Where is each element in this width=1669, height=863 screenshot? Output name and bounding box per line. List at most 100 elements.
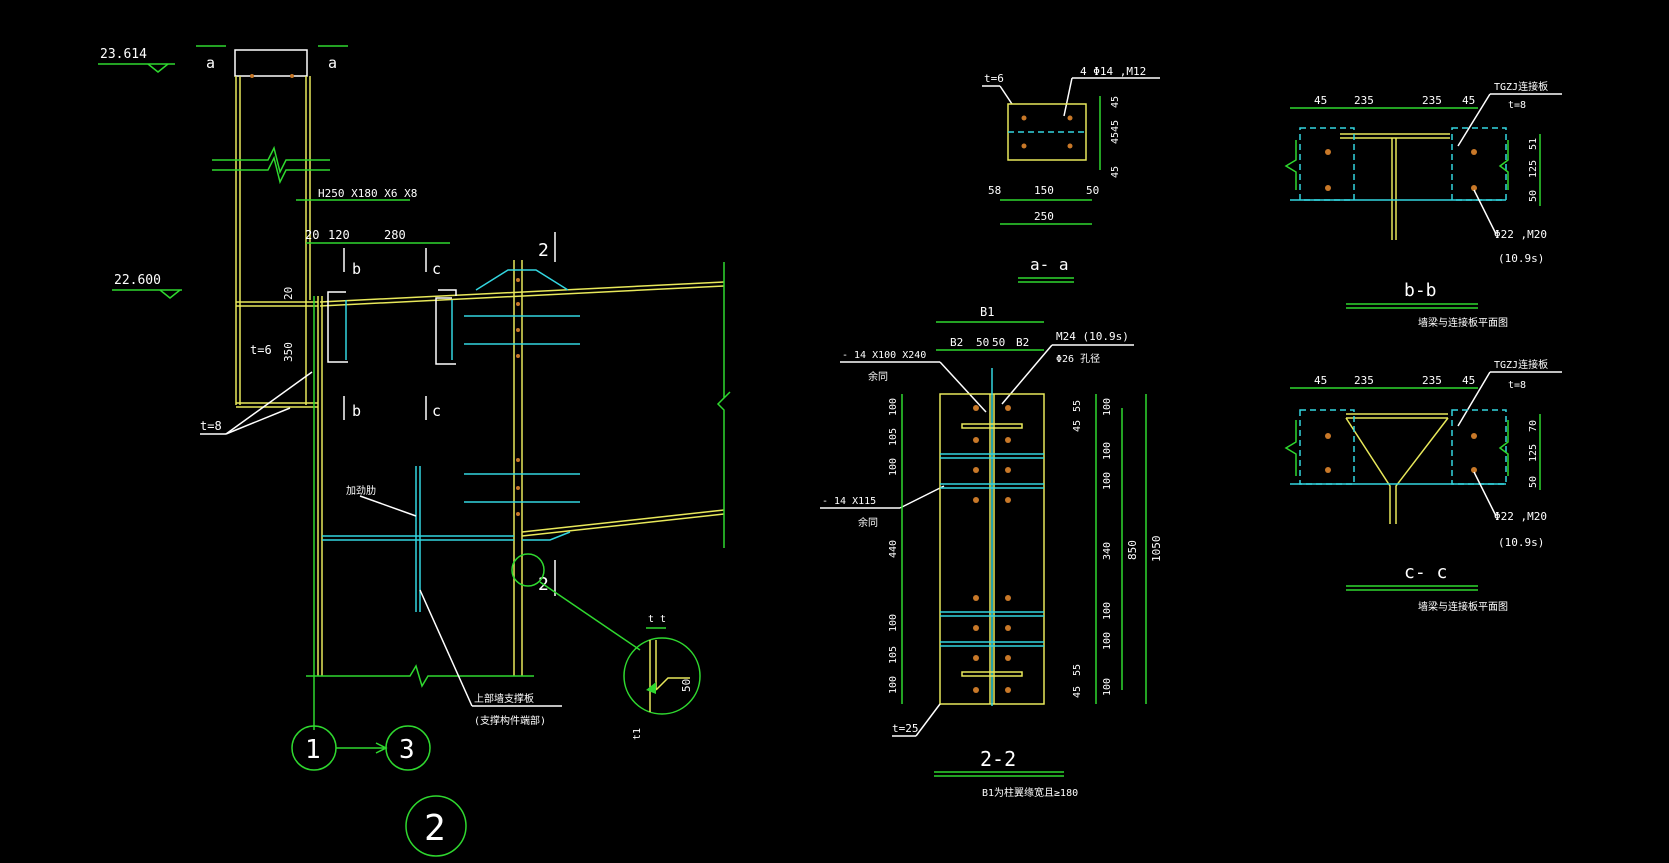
dim-350: 350	[282, 342, 295, 362]
cut-a-left: a	[206, 54, 215, 72]
bolt-icon	[290, 74, 294, 78]
s22-right-dim-0: 100	[1102, 398, 1113, 416]
dim-280: 280	[384, 228, 406, 242]
main-elevation: 23.614 22.600 a a H250 X180 X6 X8 t=6 35…	[98, 45, 731, 857]
elevation-marker-top-icon	[147, 63, 169, 73]
cc-d45a: 45	[1314, 374, 1327, 387]
cc-bolt: Φ22 ,M20	[1494, 510, 1547, 523]
bb-note: 墙梁与连接板平面图	[1418, 316, 1508, 329]
bb-break-left	[1284, 140, 1297, 190]
bb-plate: TGZJ连接板	[1494, 80, 1548, 93]
purlin-c-section	[327, 291, 348, 363]
cut-2-top: 2	[538, 240, 549, 261]
cut-a-right: a	[328, 54, 337, 72]
aa-bolt-leader	[1063, 77, 1073, 117]
cut-c-bot: c	[432, 402, 441, 420]
detail-weld	[655, 677, 690, 691]
s22-b2b: B2	[1016, 336, 1029, 349]
s22-bolts	[973, 405, 1011, 693]
s22-left-dim-2: 100	[888, 458, 899, 476]
s22-right-small-0: 55	[1072, 400, 1083, 412]
cc-rafter-web-left	[1345, 417, 1391, 524]
bb-grade: (10.9s)	[1498, 252, 1544, 265]
bottom-note-1: 上部墙支撑板	[474, 692, 534, 705]
stiffener-note: 加劲肋	[346, 484, 376, 497]
label-t6: t=6	[250, 343, 272, 357]
cc-t8: t=8	[1508, 380, 1526, 391]
aa-title: a- a	[1030, 255, 1069, 274]
s22-plate1-leader	[939, 361, 987, 413]
s22-right-dim-5: 100	[1102, 632, 1113, 650]
bb-plate-right	[1451, 127, 1507, 201]
elevation-mid: 22.600	[114, 273, 161, 288]
rafter-bottom-flange-inner	[521, 513, 725, 537]
dim-20: 20	[305, 228, 319, 242]
s22-right-dim-3: 340	[1102, 542, 1113, 560]
bb-d45b: 45	[1462, 94, 1475, 107]
break-line-bottom	[306, 664, 534, 688]
axis-3: 3	[399, 735, 415, 765]
cc-title: c- c	[1404, 562, 1447, 583]
detail-callout-circle	[511, 553, 545, 587]
bb-title: b-b	[1404, 280, 1437, 301]
bb-plate-leader	[1457, 93, 1491, 147]
t8-leader-b	[225, 407, 291, 435]
cc-break-left	[1284, 420, 1297, 476]
stiffener-note-leader	[359, 495, 417, 517]
bottom-haunch	[522, 531, 571, 541]
cc-grade: (10.9s)	[1498, 536, 1544, 549]
detail-number-bubble	[405, 795, 467, 857]
s22-t25-leader	[915, 703, 941, 737]
s22-left-dim-3: 440	[888, 540, 899, 558]
s22-note: B1为柱翼缘宽且≥180	[982, 786, 1078, 799]
s22-plate2-note: 余同	[858, 516, 878, 529]
cc-bolt-leader	[1473, 471, 1497, 517]
s22-right-small-2: 55	[1072, 664, 1083, 676]
elevation-marker-mid-icon	[159, 289, 181, 299]
cc-d45b: 45	[1462, 374, 1475, 387]
s22-plate2: - 14 X115	[822, 496, 876, 507]
arrow-right-icon	[336, 742, 388, 754]
bb-v125: 125	[1528, 160, 1539, 178]
s22-stiffeners	[940, 453, 1044, 647]
detail-t2: t	[660, 614, 666, 625]
aa-bolt-label: 4 Φ14 ,M12	[1080, 65, 1146, 78]
s22-right-dim-6: 100	[1102, 678, 1113, 696]
cc-d235b: 235	[1422, 374, 1442, 387]
detail-t3: t1	[632, 728, 643, 740]
break-line-post-a	[212, 145, 330, 175]
cc-d235a: 235	[1354, 374, 1374, 387]
bb-v50: 50	[1528, 190, 1539, 202]
cc-plate-leader	[1457, 371, 1491, 427]
aa-t-label: t=6	[984, 72, 1004, 85]
s22-left-dim-0: 100	[888, 398, 899, 416]
cc-break-right	[1498, 420, 1509, 476]
axis-bubble-3	[385, 725, 431, 771]
aa-t-leader	[999, 85, 1013, 105]
break-line-post-b	[212, 155, 330, 185]
bottom-note-2: (支撑构件端部)	[474, 714, 546, 727]
aa-bolts	[1021, 115, 1073, 149]
label-t8: t=8	[200, 419, 222, 433]
s22-50b: 50	[992, 336, 1005, 349]
dim-120: 120	[328, 228, 350, 242]
s22-right-small-1: 45	[1072, 420, 1083, 432]
break-line-right	[716, 262, 731, 548]
s22-left-dim-1: 105	[888, 428, 899, 446]
cc-bolts	[1325, 433, 1477, 473]
beam-label: H250 X180 X6 X8	[318, 187, 417, 200]
s22-bolt2: Φ26 孔径	[1056, 352, 1100, 365]
cut-b-bot: b	[352, 402, 361, 420]
bb-bolts	[1325, 149, 1477, 191]
axis-1: 1	[305, 735, 321, 765]
section-c-c: 45 235 235 45 TGZJ连接板 t=8 70 125 50 Φ22 …	[1284, 358, 1562, 613]
s22-50a: 50	[976, 336, 989, 349]
rafter-bottom-flange	[521, 509, 725, 533]
cc-v70: 70	[1528, 420, 1539, 432]
purlin-c-section-b	[435, 297, 456, 365]
s22-right-dim-2: 100	[1102, 472, 1113, 490]
s22-t25: t=25	[892, 722, 919, 735]
bb-break-right	[1498, 140, 1509, 190]
